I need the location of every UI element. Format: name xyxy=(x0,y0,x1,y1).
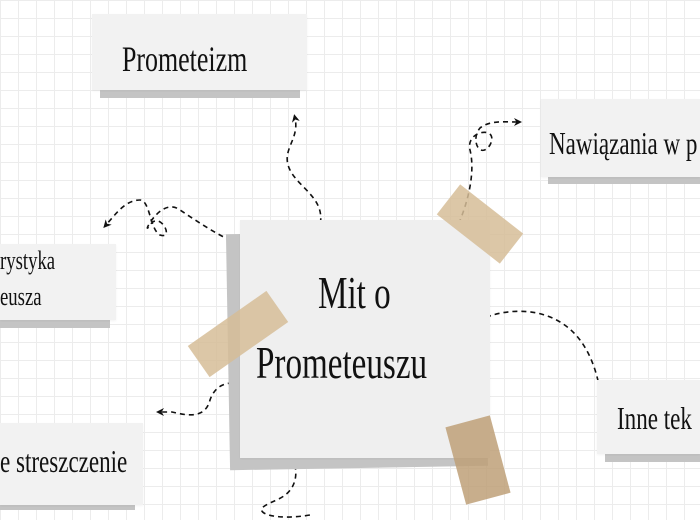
arrow-down xyxy=(260,411,311,518)
note-shadow xyxy=(0,318,110,328)
note-shadow xyxy=(0,500,135,510)
branch-prometeizm[interactable]: Prometeizm xyxy=(92,14,307,90)
branch-label: Inne tek xyxy=(617,400,692,436)
arrow-to-charakterystyka xyxy=(103,199,283,259)
branch-label: Nawiązania w p xyxy=(549,125,698,161)
branch-nawiazania[interactable]: Nawiązania w p xyxy=(541,99,700,177)
center-title-line2: Prometeuszu xyxy=(256,337,428,388)
branch-label: Prometeizm xyxy=(122,39,248,79)
branch-charakterystyka[interactable]: rystyka eusza xyxy=(0,244,116,320)
arrow-to-streszczenie xyxy=(156,382,259,416)
note-shadow xyxy=(605,452,700,462)
branch-label: e streszczenie xyxy=(0,443,128,479)
branch-label: rystyka xyxy=(0,246,56,275)
arrow-to-nawiazania xyxy=(454,117,522,233)
center-topic[interactable]: Mit o Prometeuszu xyxy=(240,220,490,458)
arrow-to-inne xyxy=(454,310,607,414)
branch-inne-teksty[interactable]: Inne tek xyxy=(597,380,700,454)
branch-streszczenie[interactable]: e streszczenie xyxy=(0,423,143,505)
center-title-line1: Mit o xyxy=(318,267,391,318)
arrow-to-prometeizm xyxy=(286,114,322,233)
branch-label-line2: eusza xyxy=(0,282,42,311)
